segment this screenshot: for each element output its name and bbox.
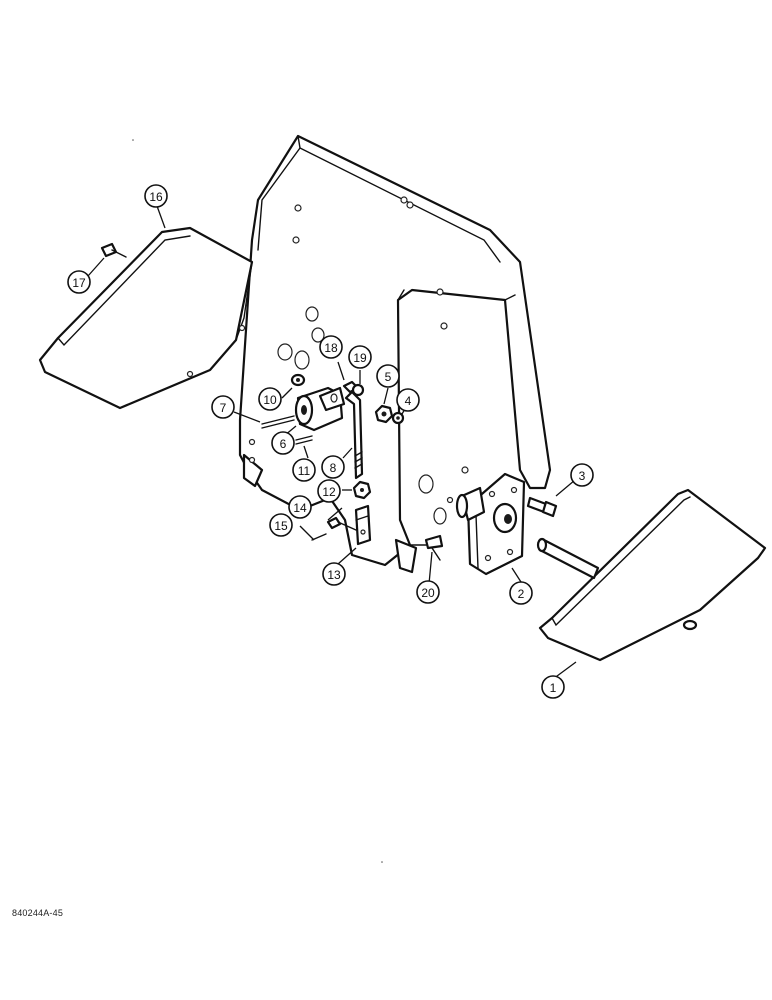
callout-11: 11 (292, 458, 316, 482)
leader-lines (87, 205, 577, 680)
callout-label-15: 15 (274, 519, 288, 533)
callout-label-7: 7 (220, 401, 227, 415)
callout-label-8: 8 (330, 461, 337, 475)
callout-10: 10 (258, 387, 282, 411)
callout-label-5: 5 (385, 370, 392, 384)
callout-16: 16 (144, 184, 168, 208)
speck (381, 861, 383, 863)
callout-3: 3 (570, 463, 594, 487)
callout-label-19: 19 (353, 351, 367, 365)
callout-label-16: 16 (149, 190, 163, 204)
callout-1: 1 (541, 675, 565, 699)
callout-19: 19 (348, 345, 372, 369)
callout-12: 12 (317, 479, 341, 503)
callout-label-2: 2 (518, 587, 525, 601)
pedal-support-bracket (238, 134, 552, 574)
cap-screw-17 (100, 242, 127, 258)
callout-label-4: 4 (405, 394, 412, 408)
bolt-3 (526, 496, 558, 518)
pivot-mounting-plate (455, 472, 526, 576)
callout-label-13: 13 (327, 568, 341, 582)
drawing-reference-code: 840244A-45 (12, 908, 64, 918)
callout-label-17: 17 (72, 276, 86, 290)
callout-18: 18 (319, 335, 343, 359)
callout-2: 2 (509, 581, 533, 605)
pin-20 (424, 534, 444, 550)
callout-label-6: 6 (280, 437, 287, 451)
callout-4: 4 (396, 388, 420, 412)
left-cover-plate (38, 226, 254, 410)
callout-label-11: 11 (298, 464, 311, 478)
callout-label-10: 10 (263, 393, 277, 407)
callout-label-12: 12 (322, 485, 336, 499)
speck (132, 139, 134, 141)
callout-17: 17 (67, 270, 91, 294)
callout-7: 7 (211, 395, 235, 419)
callout-13: 13 (322, 562, 346, 586)
callout-6: 6 (271, 431, 295, 455)
callout-5: 5 (376, 364, 400, 388)
callout-20: 20 (416, 580, 440, 604)
callout-label-3: 3 (579, 469, 586, 483)
callout-label-1: 1 (550, 681, 557, 695)
callout-14: 14 (288, 495, 312, 519)
callout-label-14: 14 (293, 501, 307, 515)
callout-label-20: 20 (421, 586, 435, 600)
callout-8: 8 (321, 455, 345, 479)
callout-15: 15 (269, 513, 293, 537)
foot-pedal (536, 488, 767, 662)
linkage-assembly (261, 373, 405, 546)
callout-label-18: 18 (324, 341, 338, 355)
